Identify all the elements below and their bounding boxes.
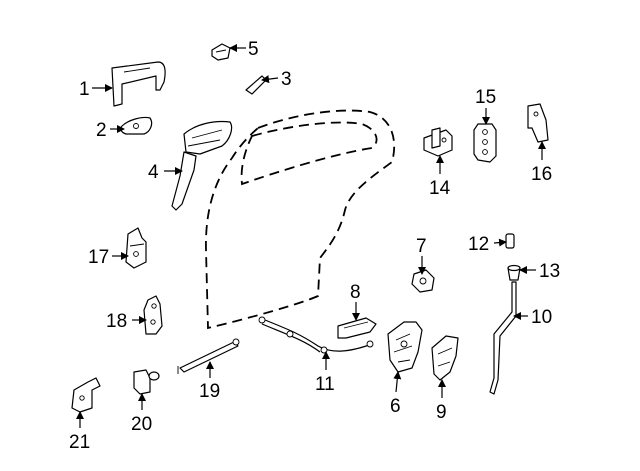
- callout-17: 17: [88, 247, 109, 268]
- part-14-hinge: [423, 127, 453, 157]
- callout-2: 2: [96, 120, 107, 141]
- callout-5: 5: [248, 39, 259, 60]
- part-5-clip: [211, 43, 231, 61]
- part-9-actuator: [431, 335, 459, 381]
- callout-8: 8: [350, 282, 361, 303]
- callout-16: 16: [531, 164, 552, 185]
- callout-12: 12: [468, 234, 489, 255]
- callout-labels: 1 2 3 4 5 6 7 8 9 10 11 12 13 14 15 16 1…: [69, 39, 560, 453]
- part-16-striker: [527, 103, 549, 143]
- callout-9: 9: [436, 402, 447, 423]
- callout-15: 15: [475, 87, 496, 108]
- callout-10: 10: [531, 307, 552, 328]
- part-3-trim: [245, 75, 267, 95]
- callout-20: 20: [131, 414, 152, 435]
- part-12-pin: [505, 233, 515, 249]
- part-4-handle-assembly: [171, 120, 233, 211]
- part-15-hinge-plate: [473, 123, 497, 163]
- part-10-rod: [489, 281, 517, 395]
- callout-14: 14: [429, 178, 451, 199]
- callout-4: 4: [148, 162, 159, 183]
- part-17-hinge: [125, 227, 147, 269]
- leader-lines: [76, 44, 546, 428]
- callout-18: 18: [106, 311, 127, 332]
- part-2-handle-cap: [120, 116, 153, 135]
- part-20-grommet: [133, 369, 160, 395]
- callout-7: 7: [416, 236, 427, 257]
- callout-3: 3: [281, 69, 292, 90]
- part-21-bracket: [71, 377, 101, 413]
- callout-6: 6: [390, 396, 401, 417]
- door-outline: [205, 109, 396, 330]
- part-13-button: [507, 264, 521, 281]
- callout-11: 11: [315, 374, 335, 395]
- callout-1: 1: [79, 79, 90, 100]
- callout-21: 21: [69, 432, 90, 453]
- part-1-handle-bracket: [111, 61, 166, 107]
- part-6-latch: [387, 321, 423, 373]
- part-19-support-rod: [177, 338, 240, 374]
- part-18-hinge: [143, 295, 163, 335]
- callout-19: 19: [199, 381, 220, 402]
- part-7-lock: [411, 269, 435, 293]
- callout-13: 13: [539, 261, 560, 282]
- part-11-cable: [258, 316, 374, 354]
- part-8-bracket: [337, 317, 377, 339]
